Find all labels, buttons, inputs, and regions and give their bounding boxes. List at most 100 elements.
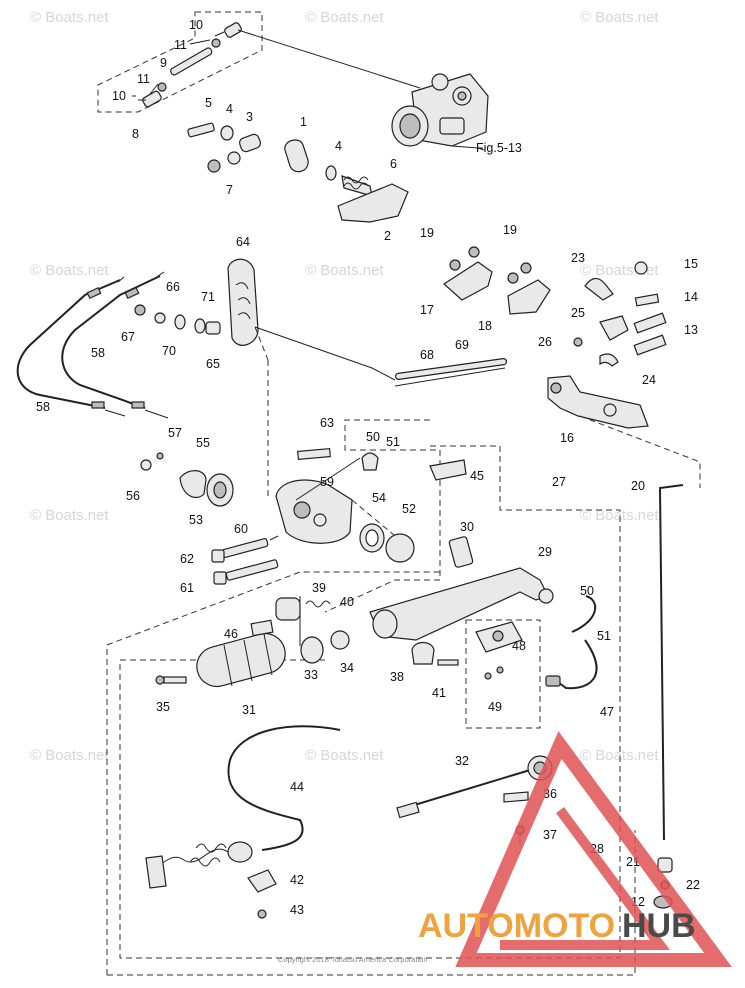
watermark: © Boats.net [30,9,109,26]
throttle-cables [16,271,169,419]
callout-71: 71 [201,290,215,304]
stop-switch [145,595,598,919]
callout-9: 9 [160,56,167,70]
watermark: © Boats.net [305,747,384,764]
callout-42: 42 [290,873,304,887]
callout-19: 19 [420,226,434,240]
callout-41: 41 [432,686,446,700]
callout-20: 20 [631,479,645,493]
callout-4: 4 [335,139,342,153]
tiller-arm [106,419,636,976]
callout-16: 16 [560,431,574,445]
callout-37: 37 [543,828,557,842]
callout-31: 31 [242,703,256,717]
callout-labels: 1 2 3 4 4 5 6 7 8 9 10 10 11 11 12 13 14… [36,18,700,917]
callout-18: 18 [478,319,492,333]
throttle-grip-lever [134,258,259,346]
callout-44: 44 [290,780,304,794]
bracket-parts-right [443,246,667,367]
callout-2: 2 [384,229,391,243]
callout-10: 10 [189,18,203,32]
callout-35: 35 [156,700,170,714]
callout-60: 60 [234,522,248,536]
callout-26: 26 [538,335,552,349]
callout-54: 54 [372,491,386,505]
callout-58: 58 [91,346,105,360]
throttle-lever-parts [187,122,409,223]
callout-64: 64 [236,235,250,249]
watermark: © Boats.net [580,507,659,524]
automotohub-logo: AUTOMOTO HUB [418,731,732,967]
callout-46: 46 [224,627,238,641]
figure-reference: Fig.5-13 [476,141,522,155]
callout-49: 49 [488,700,502,714]
callout-47: 47 [600,705,614,719]
copyright-notice: Copyright 2018 Tohatsu America Corporati… [278,955,428,964]
callout-69: 69 [455,338,469,352]
watermark-layer: © Boats.net © Boats.net © Boats.net © Bo… [30,9,659,764]
callout-34: 34 [340,661,354,675]
callout-65: 65 [206,357,220,371]
throttle-rod-20 [653,484,684,909]
callout-8: 8 [132,127,139,141]
callout-3: 3 [246,110,253,124]
callout-67: 67 [121,330,135,344]
callout-10: 10 [112,89,126,103]
callout-11: 11 [174,38,187,52]
callout-52: 52 [402,502,416,516]
callout-61: 61 [180,581,194,595]
callout-56: 56 [126,489,140,503]
callout-58: 58 [36,400,50,414]
callout-51: 51 [597,629,611,643]
callout-43: 43 [290,903,304,917]
callout-38: 38 [390,670,404,684]
callout-29: 29 [538,545,552,559]
watermark: © Boats.net [30,507,109,524]
callout-5: 5 [205,96,212,110]
link-rod-and-shaft [254,326,701,488]
callout-30: 30 [460,520,474,534]
watermark: © Boats.net [580,747,659,764]
callout-45: 45 [470,469,484,483]
callout-11: 11 [137,72,150,86]
watermark: © Boats.net [30,747,109,764]
watermark: © Boats.net [580,9,659,26]
callout-53: 53 [189,513,203,527]
callout-50: 50 [366,430,380,444]
callout-17: 17 [420,303,434,317]
watermark: © Boats.net [30,262,109,279]
callout-22: 22 [686,878,700,892]
callout-68: 68 [420,348,434,362]
watermark: © Boats.net [580,262,659,279]
callout-63: 63 [320,416,334,430]
callout-1: 1 [300,115,307,129]
watermark: © Boats.net [305,9,384,26]
throttle-rod-assembly [97,11,421,113]
logo-text-hub: HUB [622,907,696,945]
callout-57: 57 [168,426,182,440]
throttle-housing [140,360,415,563]
callout-15: 15 [684,257,698,271]
carburetor [391,73,489,149]
callout-40: 40 [340,595,354,609]
watermark: © Boats.net [305,262,384,279]
callout-4: 4 [226,102,233,116]
callout-32: 32 [455,754,469,768]
callout-19: 19 [503,223,517,237]
callout-39: 39 [312,581,326,595]
callout-14: 14 [684,290,698,304]
callout-70: 70 [162,344,176,358]
callout-7: 7 [226,183,233,197]
callout-50: 50 [580,584,594,598]
mount-bolts [211,535,279,585]
callout-62: 62 [180,552,194,566]
callout-13: 13 [684,323,698,337]
callout-25: 25 [571,306,585,320]
callout-27: 27 [552,475,566,489]
callout-23: 23 [571,251,585,265]
callout-55: 55 [196,436,210,450]
callout-51: 51 [386,435,400,449]
callout-6: 6 [390,157,397,171]
